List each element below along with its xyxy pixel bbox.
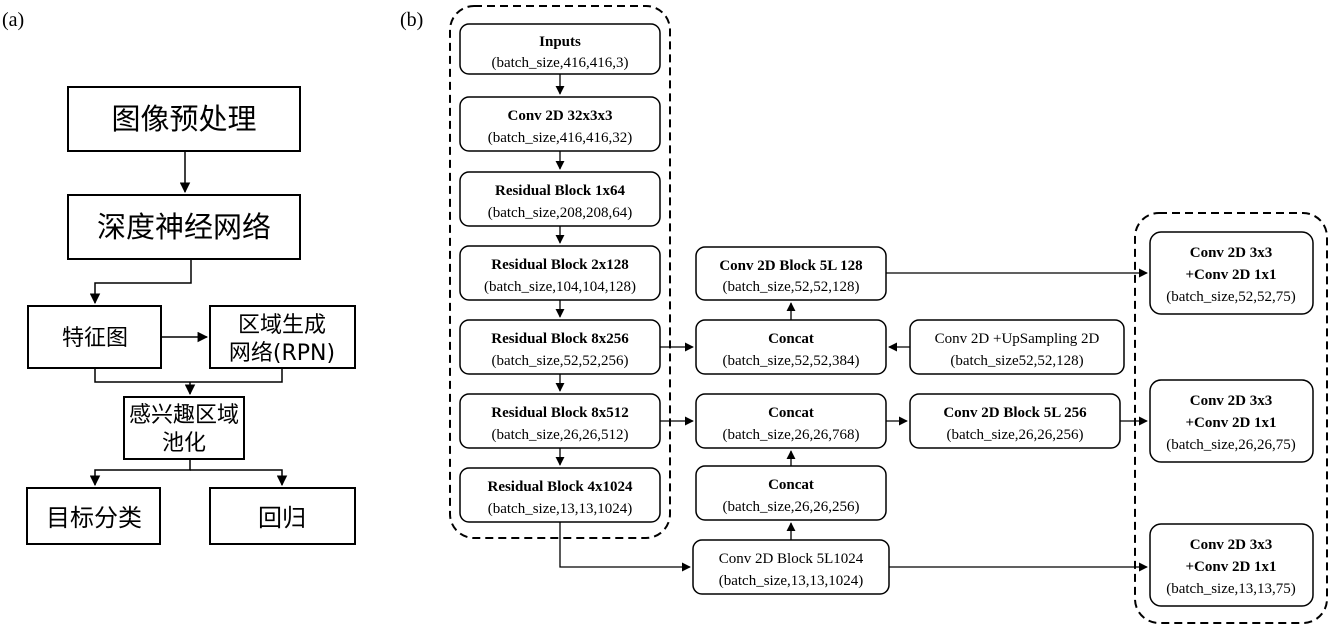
dashed-groups (449, 5, 1328, 624)
head52-line1: Conv 2D 3x3 (1190, 245, 1273, 261)
roi-pooling-box (123, 396, 245, 460)
head52-line2: +Conv 2D 1x1 (1185, 267, 1276, 283)
res8-256-shape: (batch_size,52,52,256) (491, 353, 628, 369)
head13-line1: Conv 2D 3x3 (1190, 537, 1273, 553)
backbone-boxes (459, 23, 661, 523)
res1-title: Residual Block 1x64 (495, 183, 626, 199)
conv5l1024-shape: (batch_size,13,13,1024) (719, 573, 864, 589)
regress-label: 回归 (258, 504, 306, 532)
head-13-box (1149, 523, 1314, 607)
roi-label-line1: 感兴趣区域 (129, 403, 239, 428)
neck-text: Conv 2D Block 5L 128 (batch_size,52,52,1… (719, 258, 1100, 589)
concat384-shape: (batch_size,52,52,384) (722, 353, 859, 369)
classify-box (26, 487, 161, 545)
head26-line2: +Conv 2D 1x1 (1185, 415, 1276, 431)
regress-box (209, 487, 356, 545)
conv5l256-title: Conv 2D Block 5L 256 (943, 405, 1087, 421)
head-52-box (1149, 231, 1314, 315)
inputs-title: Inputs (539, 34, 581, 50)
conv2d-32-shape: (batch_size,416,416,32) (488, 130, 633, 146)
neck-boxes (692, 246, 1125, 595)
concat256-shape: (batch_size,26,26,256) (722, 499, 859, 515)
concat384-title: Concat (768, 331, 814, 347)
roi-label-line2: 池化 (162, 431, 206, 456)
res4-1024-title: Residual Block 4x1024 (487, 479, 633, 495)
head26-line1: Conv 2D 3x3 (1190, 393, 1273, 409)
res2-shape: (batch_size,104,104,128) (484, 279, 636, 295)
conv2d-32-title: Conv 2D 32x3x3 (507, 108, 612, 124)
head52-shape: (batch_size,52,52,75) (1166, 289, 1296, 305)
arrow-roi-to-classify (89, 459, 191, 487)
panel-a-label: (a) (2, 9, 24, 31)
rpn-label-line2: 网络(RPN) (229, 341, 335, 366)
classify-label: 目标分类 (46, 504, 142, 532)
concat768-shape: (batch_size,26,26,768) (722, 427, 859, 443)
conv5l1024-title: Conv 2D Block 5L1024 (719, 551, 864, 567)
merge-line-to-roi (94, 368, 283, 383)
conv5l256-shape: (batch_size,26,26,256) (946, 427, 1083, 443)
concat768-title: Concat (768, 405, 814, 421)
head-text: Conv 2D 3x3 +Conv 2D 1x1 (batch_size,52,… (1166, 245, 1296, 597)
backbone-dashed-group (449, 5, 671, 539)
upsampling-title: Conv 2D +UpSampling 2D (935, 331, 1100, 347)
head-26-box (1149, 379, 1314, 463)
arrow-res4-1024-to-conv5l1024 (559, 522, 691, 572)
res1-shape: (batch_size,208,208,64) (488, 205, 633, 221)
feature-map-label: 特征图 (62, 326, 128, 351)
panel-a-text: 图像预处理 深度神经网络 特征图 区域生成 网络(RPN) 感兴趣区域 池化 目… (46, 102, 335, 532)
arrow-dnn-to-feature-map (89, 259, 192, 305)
head13-line2: +Conv 2D 1x1 (1185, 559, 1276, 575)
res8-512-title: Residual Block 8x512 (491, 405, 629, 421)
preprocess-label: 图像预处理 (111, 102, 256, 136)
dnn-box (67, 194, 301, 260)
panel-b-label: (b) (400, 9, 423, 31)
head-boxes (1149, 231, 1314, 607)
heads-dashed-group (1134, 212, 1328, 624)
backbone-text: Inputs (batch_size,416,416,3) Conv 2D 32… (484, 34, 636, 517)
arrow-roi-to-regress (190, 469, 288, 487)
head13-shape: (batch_size,13,13,75) (1166, 581, 1296, 597)
panel-b-connectors (555, 74, 1148, 572)
res8-512-shape: (batch_size,26,26,512) (491, 427, 628, 443)
inputs-shape: (batch_size,416,416,3) (491, 55, 628, 71)
head26-shape: (batch_size,26,26,75) (1166, 437, 1296, 453)
res4-1024-shape: (batch_size,13,13,1024) (488, 501, 633, 517)
res8-256-title: Residual Block 8x256 (491, 331, 629, 347)
conv5l128-shape: (batch_size,52,52,128) (722, 279, 859, 295)
dnn-label: 深度神经网络 (97, 210, 271, 244)
res2-title: Residual Block 2x128 (491, 257, 629, 273)
upsampling-shape: (batch_size52,52,128) (950, 353, 1083, 369)
preprocess-box (67, 86, 301, 152)
conv5l128-title: Conv 2D Block 5L 128 (719, 258, 862, 274)
concat256-title: Concat (768, 477, 814, 493)
rpn-label-line1: 区域生成 (238, 313, 326, 338)
panel-a-connectors (89, 151, 288, 487)
